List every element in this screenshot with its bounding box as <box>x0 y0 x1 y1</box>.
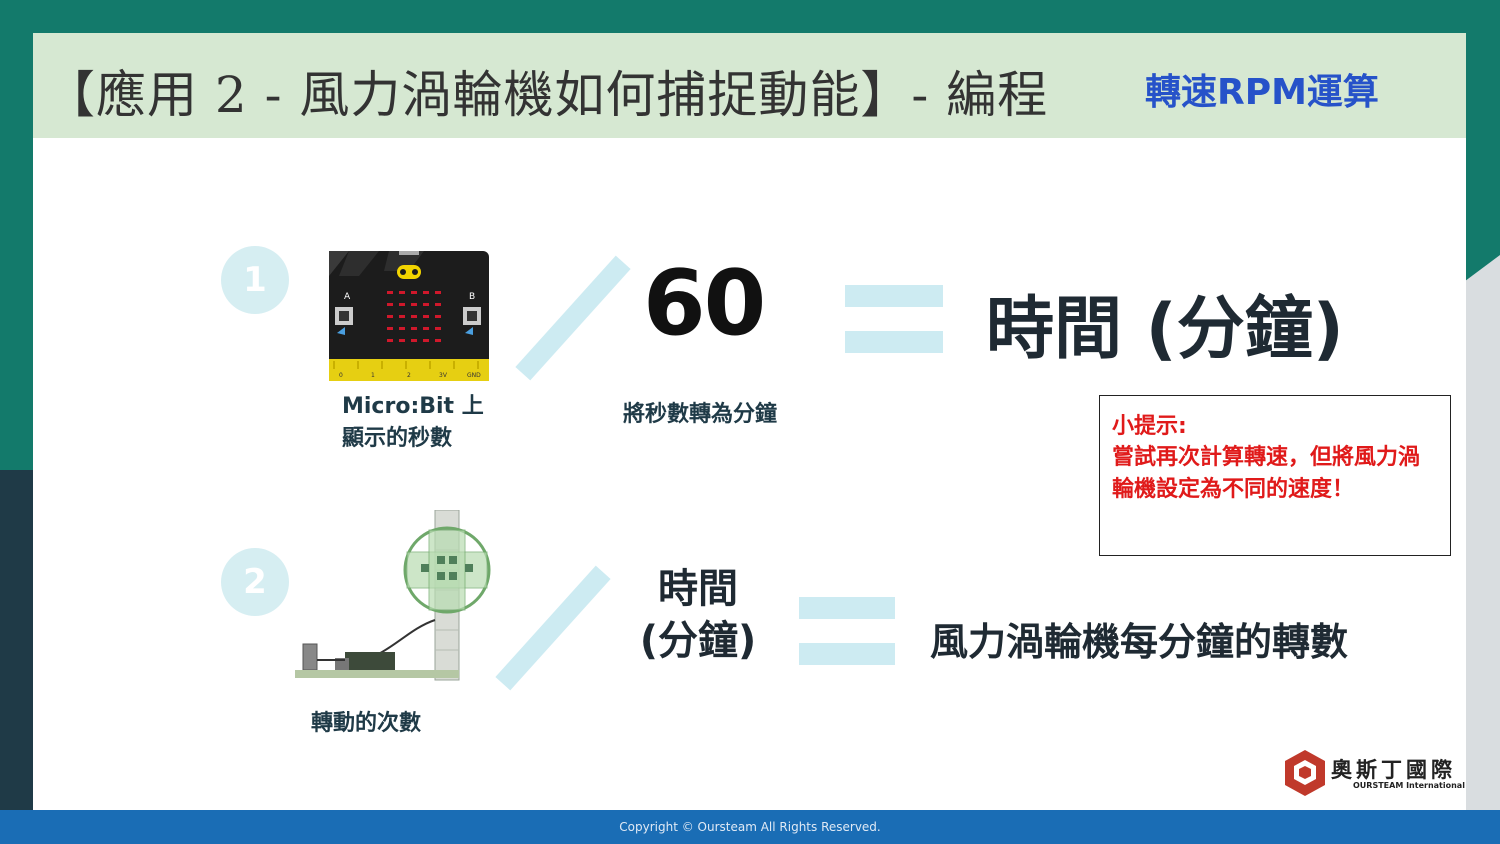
svg-text:A: A <box>344 292 351 302</box>
step-2-device-caption: 轉動的次數 <box>311 711 422 736</box>
footer-bar: Copyright © Oursteam All Rights Reserved… <box>0 810 1500 844</box>
slide: 【應用 2 - 風力渦輪機如何捕捉動能】- 編程 轉速RPM運算 1 A B <box>33 33 1466 811</box>
equals-sign-2 <box>799 597 895 665</box>
step-1-divisor-caption: 將秒數轉為分鐘 <box>623 402 778 427</box>
microbit-board-image: A B 0 1 2 3V GND <box>329 251 489 381</box>
wind-turbine-image <box>295 510 491 681</box>
cube-logo-icon <box>1285 750 1325 796</box>
microbit-pin-1: 1 <box>371 372 375 379</box>
step-1-result: 時間 (分鐘) <box>986 290 1344 369</box>
microbit-pin-gnd: GND <box>467 372 481 379</box>
step-2-badge: 2 <box>221 548 289 616</box>
microbit-pin-3v: 3V <box>439 372 448 379</box>
tip-body: 嘗試再次計算轉速，但將風力渦輪機設定為不同的速度！ <box>1112 445 1421 502</box>
division-slash-2 <box>495 565 611 691</box>
tip-title: 小提示: <box>1112 414 1187 439</box>
svg-text:B: B <box>469 292 475 302</box>
microbit-pin-0: 0 <box>339 372 343 379</box>
logo-english-name: OURSTEAM International <box>1353 781 1465 790</box>
step-2-divisor: 時間 (分鐘) <box>639 566 757 664</box>
division-slash-1 <box>515 255 631 381</box>
page-subtitle: 轉速RPM運算 <box>1145 72 1379 113</box>
microbit-pin-2: 2 <box>407 372 411 379</box>
page-title: 【應用 2 - 風力渦輪機如何捕捉動能】- 編程 <box>45 66 1049 124</box>
logo-chinese-name: 奧斯丁國際 <box>1331 758 1456 782</box>
header-bar: 【應用 2 - 風力渦輪機如何捕捉動能】- 編程 轉速RPM運算 <box>33 33 1466 138</box>
step-2-result: 風力渦輪機每分鐘的轉數 <box>930 620 1349 664</box>
step-1-device-caption: Micro:Bit 上 顯示的秒數 <box>342 394 484 451</box>
step-1-divisor: 60 <box>643 251 766 356</box>
step-1-badge: 1 <box>221 246 289 314</box>
equals-sign-1 <box>845 285 943 353</box>
company-logo: 奧斯丁國際 OURSTEAM International <box>1283 748 1465 798</box>
tip-box: 小提示: 嘗試再次計算轉速，但將風力渦輪機設定為不同的速度！ <box>1099 395 1451 556</box>
footer-copyright: Copyright © Oursteam All Rights Reserved… <box>619 820 881 834</box>
